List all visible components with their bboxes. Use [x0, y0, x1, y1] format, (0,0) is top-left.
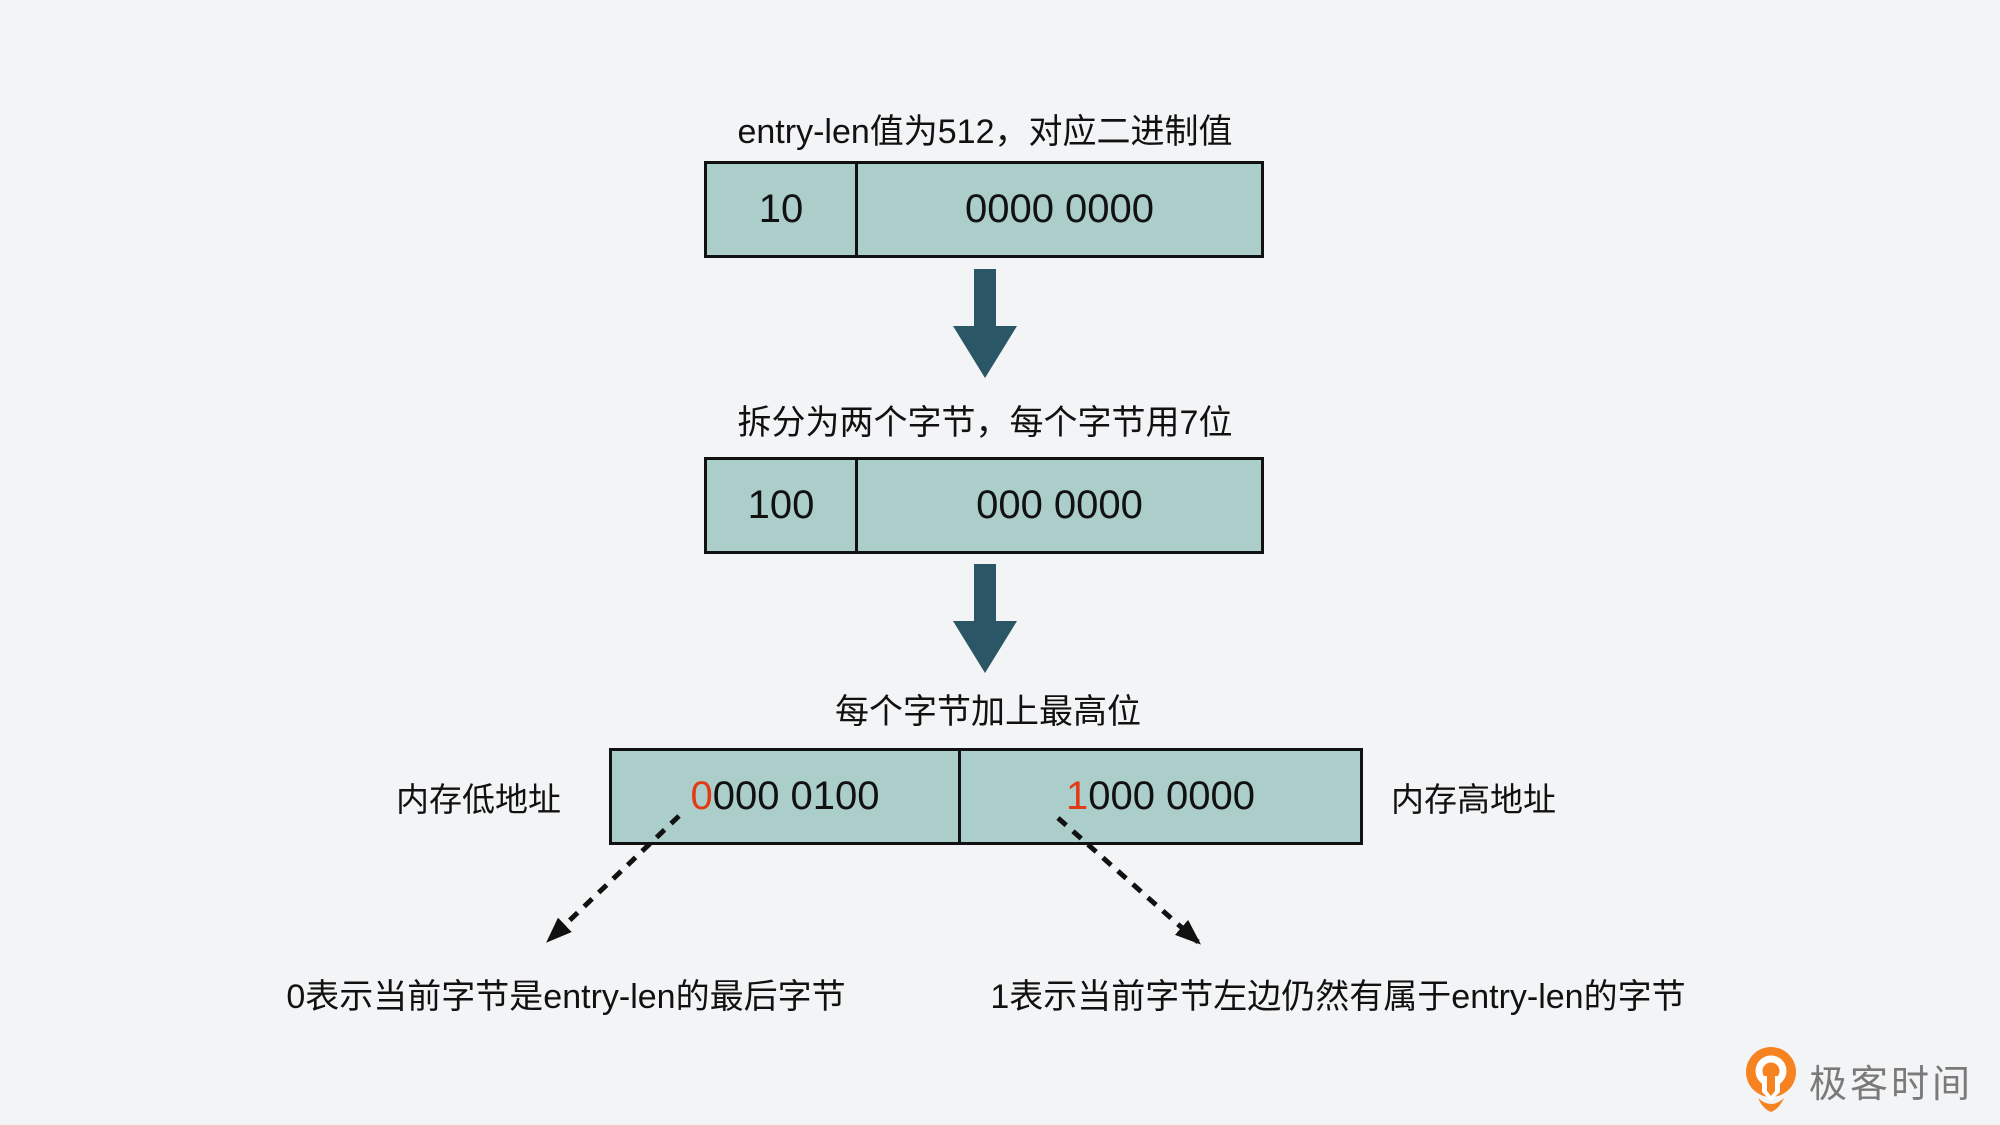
step3-title: 每个字节加上最高位	[835, 693, 1141, 731]
geektime-logo-icon	[1746, 1047, 1796, 1112]
step1-title: entry-len值为512，对应二进制值	[737, 113, 1233, 151]
step1-byte-box: 10 0000 0000	[704, 161, 1264, 258]
geektime-logo: 极客时间	[1745, 1046, 1973, 1114]
annotation-last-byte: 0表示当前字节是entry-len的最后字节	[286, 978, 846, 1016]
geektime-logo-text: 极客时间	[1809, 1063, 1974, 1106]
down-arrow-icon	[953, 564, 1017, 673]
memory-high-address-label: 内存高地址	[1391, 781, 1556, 818]
step2-title: 拆分为两个字节，每个字节用7位	[737, 404, 1233, 442]
step1-cell-value: 0000 0000	[855, 164, 1261, 255]
memory-low-address-label: 内存低地址	[396, 781, 561, 818]
annotation-more-bytes: 1表示当前字节左边仍然有属于entry-len的字节	[990, 978, 1686, 1016]
continuation-bit-0: 0	[690, 774, 713, 818]
step3-cell-high-bits: 000 0000	[1088, 774, 1256, 818]
step3-cell-low-bits: 000 0100	[712, 774, 880, 818]
step2-cell-prefix: 100	[747, 483, 815, 527]
step2-cell-value: 000 0000	[855, 460, 1261, 551]
step1-cell-prefix: 10	[758, 187, 804, 231]
down-arrow-icon	[953, 269, 1017, 378]
step2-byte-box: 100 000 0000	[704, 457, 1264, 554]
continuation-bit-1: 1	[1065, 774, 1089, 818]
